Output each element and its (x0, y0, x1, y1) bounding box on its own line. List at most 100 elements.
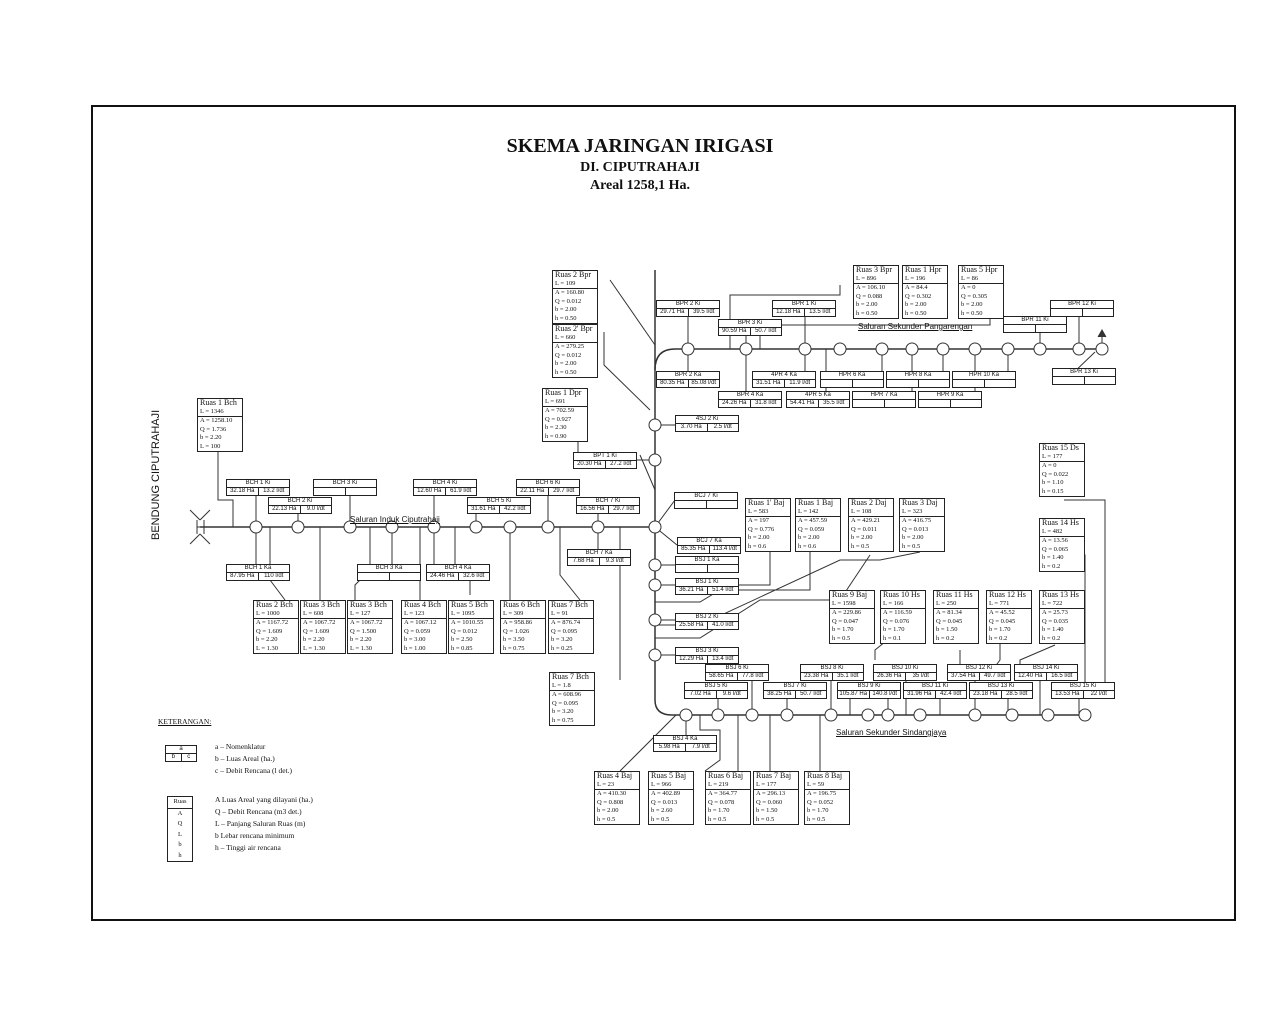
segment-value: b = 1.40 (1042, 626, 1064, 633)
structure-node (648, 648, 662, 662)
structure-discharge: 29.7 l/dt (613, 506, 635, 512)
segment-title: Ruas 1 Bch (200, 398, 237, 407)
segment-length: L = 177 (1042, 452, 1063, 460)
segment-title: Ruas 2 Bch (256, 600, 293, 609)
segment-value: b = 1.70 (807, 807, 829, 814)
segment-value: Q = 0.095 (552, 699, 579, 707)
segment-value: h = 0.2 (989, 634, 1008, 642)
segment-value: A = 196.75 (807, 790, 837, 797)
legend-segment-items: A Luas Areal yang dilayani (ha.) Q – Deb… (215, 794, 313, 854)
structure-name: HPR 6 Ka (821, 372, 883, 380)
segment-value: Q = 0.088 (856, 292, 883, 300)
structure-name: BCH 5 Ki (468, 498, 530, 506)
segment-value: h = 0.2 (936, 634, 955, 642)
structure-node (968, 708, 982, 722)
structure-name: BSJ 1 Ki (676, 579, 738, 587)
structure-name: BPR 4 Ka (719, 392, 781, 400)
structure-name: BSJ 2 Ki (676, 614, 738, 622)
segment-value: Q = 0.012 (451, 627, 478, 635)
structure-area: 29.71 Ha (657, 309, 689, 316)
segment-value: Q = 0.305 (961, 292, 988, 300)
structure-discharge: 9.3 l/dt (605, 558, 624, 564)
legend-segment-row: Q (177, 820, 183, 827)
segment-length: L = 608 (303, 609, 324, 617)
segment-value: Q = 0.059 (798, 525, 825, 533)
segment-value: h = 0.2 (1042, 562, 1061, 570)
structure-name: BPR 13 Ki (1053, 369, 1115, 377)
segment-value: Q = 0.927 (545, 415, 572, 423)
segment-value: b = 2.00 (748, 534, 770, 541)
segment-length: L = 722 (1042, 599, 1063, 607)
segment-value: A = 45.52 (989, 609, 1015, 616)
structure-discharge: 9.6 l/dt (722, 691, 741, 697)
segment-title: Ruas 2 Daj (851, 498, 887, 507)
segment-value: A = 364.77 (708, 790, 738, 797)
structure-box: HPR 8 Ka (886, 371, 950, 388)
structure-area (821, 380, 853, 387)
structure-name: BPR 1 Ki (773, 301, 835, 309)
segment-length: L = 59 (807, 780, 825, 788)
segment-value: b = 3.50 (503, 636, 525, 643)
segment-value: Q = 0.078 (708, 798, 735, 806)
structure-discharge (853, 380, 884, 387)
segment-value: A = 876.74 (551, 619, 581, 626)
segment-length: L = 142 (798, 507, 819, 515)
segment-length: L = 583 (748, 507, 769, 515)
segment-value: A = 81.34 (936, 609, 962, 616)
structure-area: 16.56 Ha (577, 506, 609, 513)
structure-area: 25.58 Ha (676, 622, 708, 629)
structure-area (887, 380, 919, 387)
segment-value: b = 2.50 (451, 636, 473, 643)
segment-value: h = 0.50 (856, 309, 878, 317)
segment-value: h = 0.6 (798, 542, 817, 550)
structure-area: 85.35 Ha (678, 546, 710, 553)
structure-area: 22.13 Ha (269, 506, 301, 513)
segment-value: Q = 0.012 (555, 297, 582, 305)
segment-value: h = 0.5 (807, 815, 826, 823)
segment-value: A = 160.80 (555, 289, 585, 296)
structure-name: BCJ 7 Ki (675, 493, 737, 501)
structure-name: BCH 1 Ka (227, 565, 289, 573)
secondary-canal-pangarengan-label: Saluran Sekunder Pangarengan (858, 322, 973, 331)
structure-values: 16.56 Ha 29.7 l/dt (577, 506, 639, 513)
segment-title: Ruas 6 Bch (503, 600, 540, 609)
structure-name: BCH 7 Ka (568, 550, 630, 558)
segment-value: Q = 0.052 (807, 798, 834, 806)
segment-value: A = 229.86 (832, 609, 862, 616)
structure-area: 12.60 Ha (414, 488, 446, 495)
segment-value: b = 2.30 (545, 424, 567, 431)
segment-title: Ruas 13 Hs (1042, 590, 1079, 599)
segment-value: Q = 0.045 (936, 617, 963, 625)
structure-box: HPR 7 Ka (852, 391, 916, 408)
structure-box: BPR 11 Ki (1003, 316, 1067, 333)
